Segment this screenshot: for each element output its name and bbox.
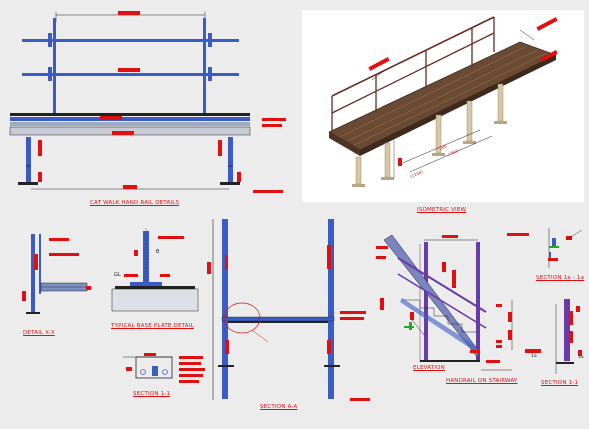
caption-detail-xx: DETAIL X-X [23,330,55,336]
caption-section-aa: SECTION A-A [260,404,298,410]
caption-elevation: ELEVATION [413,365,445,371]
label-1a-right: 1a [578,354,584,360]
caption-section-1-1: SECTION 1-1 [133,391,171,397]
base-plate-drawing [111,228,199,312]
caption-section-1-1-right: SECTION 1-1 [541,380,579,386]
section-1a-1a-drawing [507,228,583,268]
handrail-details-drawing [9,11,286,193]
label-1a-left: 1a [531,353,537,359]
caption-handrail-details: CAT WALK HAND RAIL DETAILS [90,200,180,206]
caption-isometric-view: ISOMETRIC VIEW [417,207,467,213]
caption-base-plate: TYPICAL BASE PLATE DETAIL [111,323,194,329]
label-gl: GL [114,272,121,278]
stairway-elevation-drawing: 1a [376,234,541,371]
iso-dim-750: (750) [447,148,459,157]
iso-dim-300: 300 [438,143,447,151]
section-1-1-right-drawing: 1a [555,299,584,374]
label-b-top: B [156,249,160,255]
caption-section-1a-1a: SECTION 1a - 1a [536,275,585,281]
detail-xx-drawing [22,234,91,314]
section-aa-drawing [207,219,370,401]
caption-handrail-stairway: HANDRAIL ON STAIRWAY [446,378,518,384]
section-1-1-drawing [123,353,205,383]
isometric-drawing: 300 (750) (1200) [328,16,558,187]
iso-dim-1200: (1200) [409,169,424,179]
